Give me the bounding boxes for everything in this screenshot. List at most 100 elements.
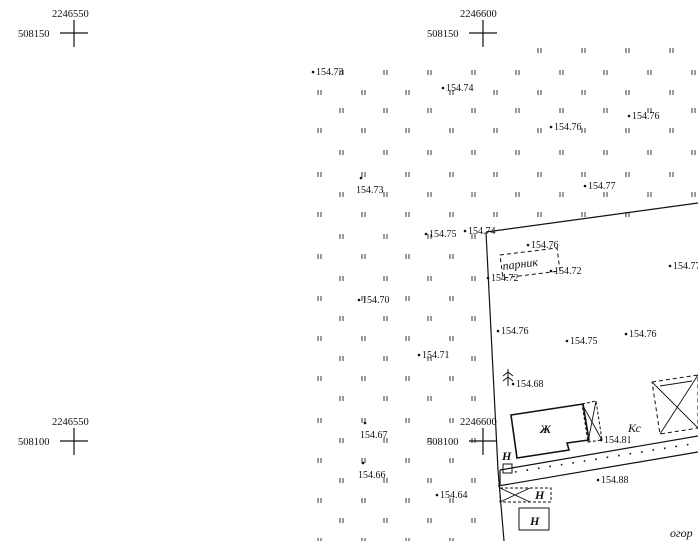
elevation-label: 154.75 xyxy=(570,336,598,347)
grass-symbol xyxy=(383,192,388,197)
porch xyxy=(581,400,603,443)
grid-cross-ne: 2246600 508150 xyxy=(427,9,497,47)
elevation-label: 154.73 xyxy=(356,185,384,196)
grass-symbol xyxy=(339,396,344,401)
grass-symbol xyxy=(361,212,366,217)
grass-symbol xyxy=(383,518,388,523)
grass-symbol xyxy=(383,396,388,401)
grid-x-label: 2246600 xyxy=(460,417,497,428)
grass-symbol xyxy=(361,498,366,503)
grass-symbol xyxy=(669,128,674,133)
grass-symbol xyxy=(405,172,410,177)
elevation-point xyxy=(361,461,365,465)
grass-symbol xyxy=(471,192,476,197)
grass-symbol xyxy=(383,276,388,281)
grass-symbol xyxy=(647,150,652,155)
grass-symbol xyxy=(427,150,432,155)
grass-symbol xyxy=(581,90,586,95)
grass-symbol xyxy=(471,396,476,401)
grass-symbol xyxy=(317,172,322,177)
elevation-label: 154.74 xyxy=(446,83,474,94)
grass-symbol xyxy=(625,172,630,177)
grass-symbol xyxy=(427,192,432,197)
greenhouse-label: парник xyxy=(502,255,539,273)
elevation-label: 154.70 xyxy=(362,295,390,306)
fence-mark: Н xyxy=(529,514,540,528)
grass-symbol xyxy=(317,498,322,503)
grass-symbol xyxy=(449,254,454,259)
grass-symbol xyxy=(493,128,498,133)
grass-symbol xyxy=(559,192,564,197)
elevation-label: 154.76 xyxy=(554,122,582,133)
grass-symbol xyxy=(471,478,476,483)
grass-symbol xyxy=(537,212,542,217)
grass-symbol xyxy=(339,316,344,321)
elevation-point xyxy=(511,382,515,386)
grass-symbol xyxy=(537,128,542,133)
house-label: Ж xyxy=(539,422,552,436)
elevation-point xyxy=(435,493,439,497)
grid-y-label: 508150 xyxy=(18,29,50,40)
elevation-point xyxy=(424,232,428,236)
grass-symbol xyxy=(427,438,432,443)
meadow-vegetation-symbols xyxy=(317,48,696,541)
grass-symbol xyxy=(339,192,344,197)
grass-symbol xyxy=(449,172,454,177)
grass-symbol xyxy=(405,498,410,503)
elevation-label: 154.72 xyxy=(554,266,582,277)
grass-symbol xyxy=(691,70,696,75)
elevation-point xyxy=(486,276,490,280)
grass-symbol xyxy=(405,212,410,217)
grass-symbol xyxy=(471,316,476,321)
grass-symbol xyxy=(603,108,608,113)
grass-symbol xyxy=(581,48,586,53)
grass-symbol xyxy=(361,128,366,133)
elevation-label: 154.73 xyxy=(316,67,344,78)
elevation-label: 154.72 xyxy=(491,273,519,284)
grass-symbol xyxy=(427,396,432,401)
grass-symbol xyxy=(405,296,410,301)
grass-symbol xyxy=(361,172,366,177)
elevation-label: 154.74 xyxy=(468,226,496,237)
elevation-point xyxy=(668,264,672,268)
grid-y-label: 508100 xyxy=(18,437,50,448)
grass-symbol xyxy=(317,336,322,341)
grass-symbol xyxy=(669,90,674,95)
elevation-point xyxy=(441,86,445,90)
grass-symbol xyxy=(537,90,542,95)
elevation-label: 154.76 xyxy=(632,111,660,122)
grass-symbol xyxy=(515,150,520,155)
grass-symbol xyxy=(691,108,696,113)
grass-symbol xyxy=(427,70,432,75)
grass-symbol xyxy=(603,192,608,197)
outbuilding xyxy=(651,374,698,435)
greenhouse: парник xyxy=(499,247,561,279)
elevation-point xyxy=(463,229,467,233)
elevation-label: 154.64 xyxy=(440,490,468,501)
grid-cross-se: 2246600 508100 xyxy=(427,417,497,455)
grass-symbol xyxy=(537,48,542,53)
elevation-point xyxy=(599,438,603,442)
grass-symbol xyxy=(361,458,366,463)
grass-symbol xyxy=(427,276,432,281)
grass-symbol xyxy=(691,192,696,197)
grid-cross-sw: 2246550 508100 xyxy=(18,417,89,455)
fence-mark: Н xyxy=(534,488,545,502)
grid-x-label: 2246550 xyxy=(52,417,89,428)
residential-building: Ж xyxy=(510,403,590,459)
grass-symbol xyxy=(405,90,410,95)
grass-symbol xyxy=(317,376,322,381)
grass-symbol xyxy=(471,70,476,75)
grass-symbol xyxy=(339,478,344,483)
elevation-point xyxy=(359,176,363,180)
grass-symbol xyxy=(471,234,476,239)
elevation-point xyxy=(549,125,553,129)
grass-symbol xyxy=(383,70,388,75)
grass-symbol xyxy=(625,128,630,133)
grass-symbol xyxy=(647,192,652,197)
grass-symbol xyxy=(559,108,564,113)
grass-symbol xyxy=(449,458,454,463)
elevation-point xyxy=(583,184,587,188)
